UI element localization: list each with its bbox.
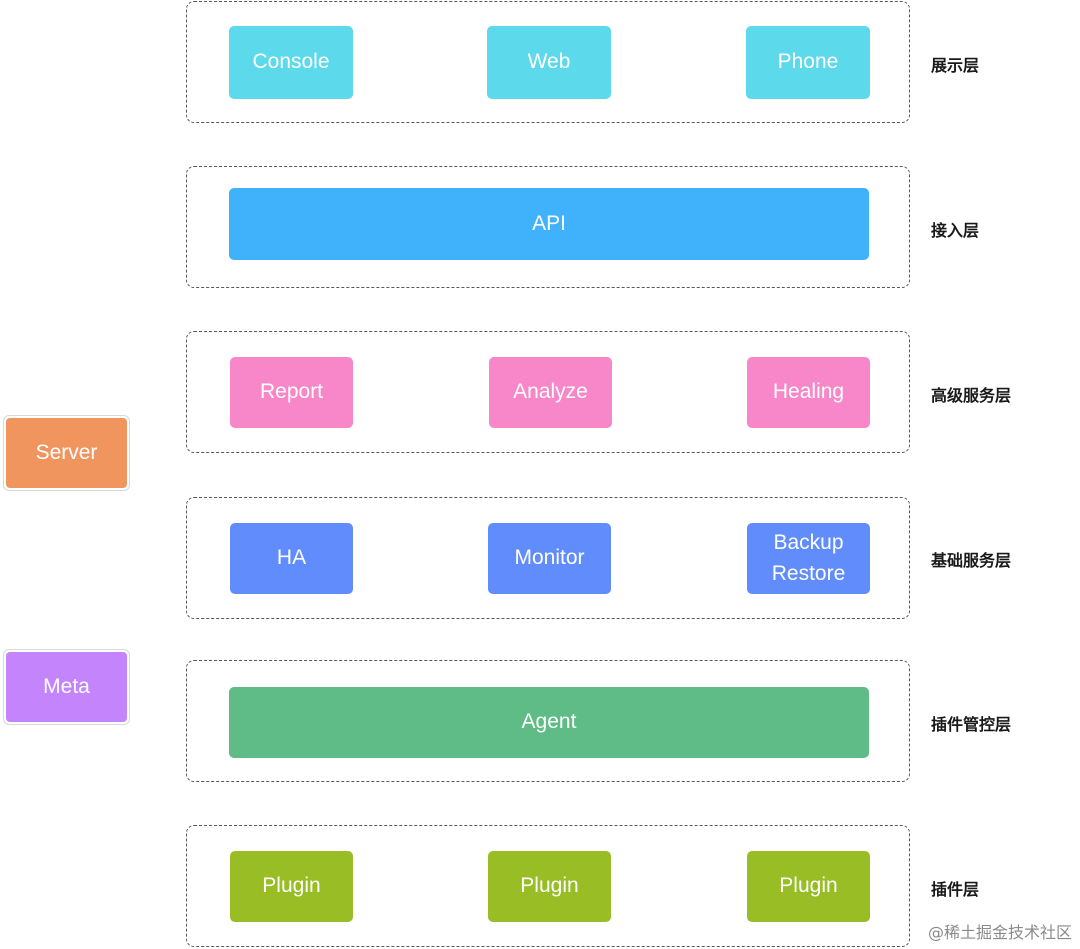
web-box: Web [487, 26, 611, 99]
healing-box: Healing [747, 357, 870, 428]
basic-service-layer [186, 497, 910, 619]
presentation-layer-label: 展示层 [931, 56, 980, 75]
access-layer [186, 166, 910, 288]
server-box: Server [3, 415, 130, 491]
ha-box: HA [230, 523, 353, 594]
analyze-box: Analyze [489, 357, 612, 428]
report-box: Report [230, 357, 353, 428]
plugin-management-layer [186, 660, 910, 782]
agent-box: Agent [229, 687, 869, 758]
api-box: API [229, 188, 869, 260]
access-layer-label: 接入层 [931, 221, 980, 240]
meta-label: Meta [6, 652, 127, 722]
phone-box: Phone [746, 26, 870, 99]
basic-service-layer-label: 基础服务层 [931, 551, 1012, 570]
console-box: Console [229, 26, 353, 99]
backup-restore-box: Backup Restore [747, 523, 870, 594]
advanced-service-layer [186, 331, 910, 453]
plugin-layer [186, 825, 910, 947]
advanced-service-layer-label: 高级服务层 [931, 386, 1012, 405]
plugin-box-1: Plugin [230, 851, 353, 922]
watermark: @稀土掘金技术社区 [927, 923, 1072, 942]
presentation-layer [186, 1, 910, 123]
plugin-layer-label: 插件层 [931, 880, 980, 899]
plugin-management-layer-label: 插件管控层 [931, 715, 1012, 734]
meta-box: Meta [3, 649, 130, 725]
monitor-box: Monitor [488, 523, 611, 594]
plugin-box-2: Plugin [488, 851, 611, 922]
plugin-box-3: Plugin [747, 851, 870, 922]
server-label: Server [6, 418, 127, 488]
